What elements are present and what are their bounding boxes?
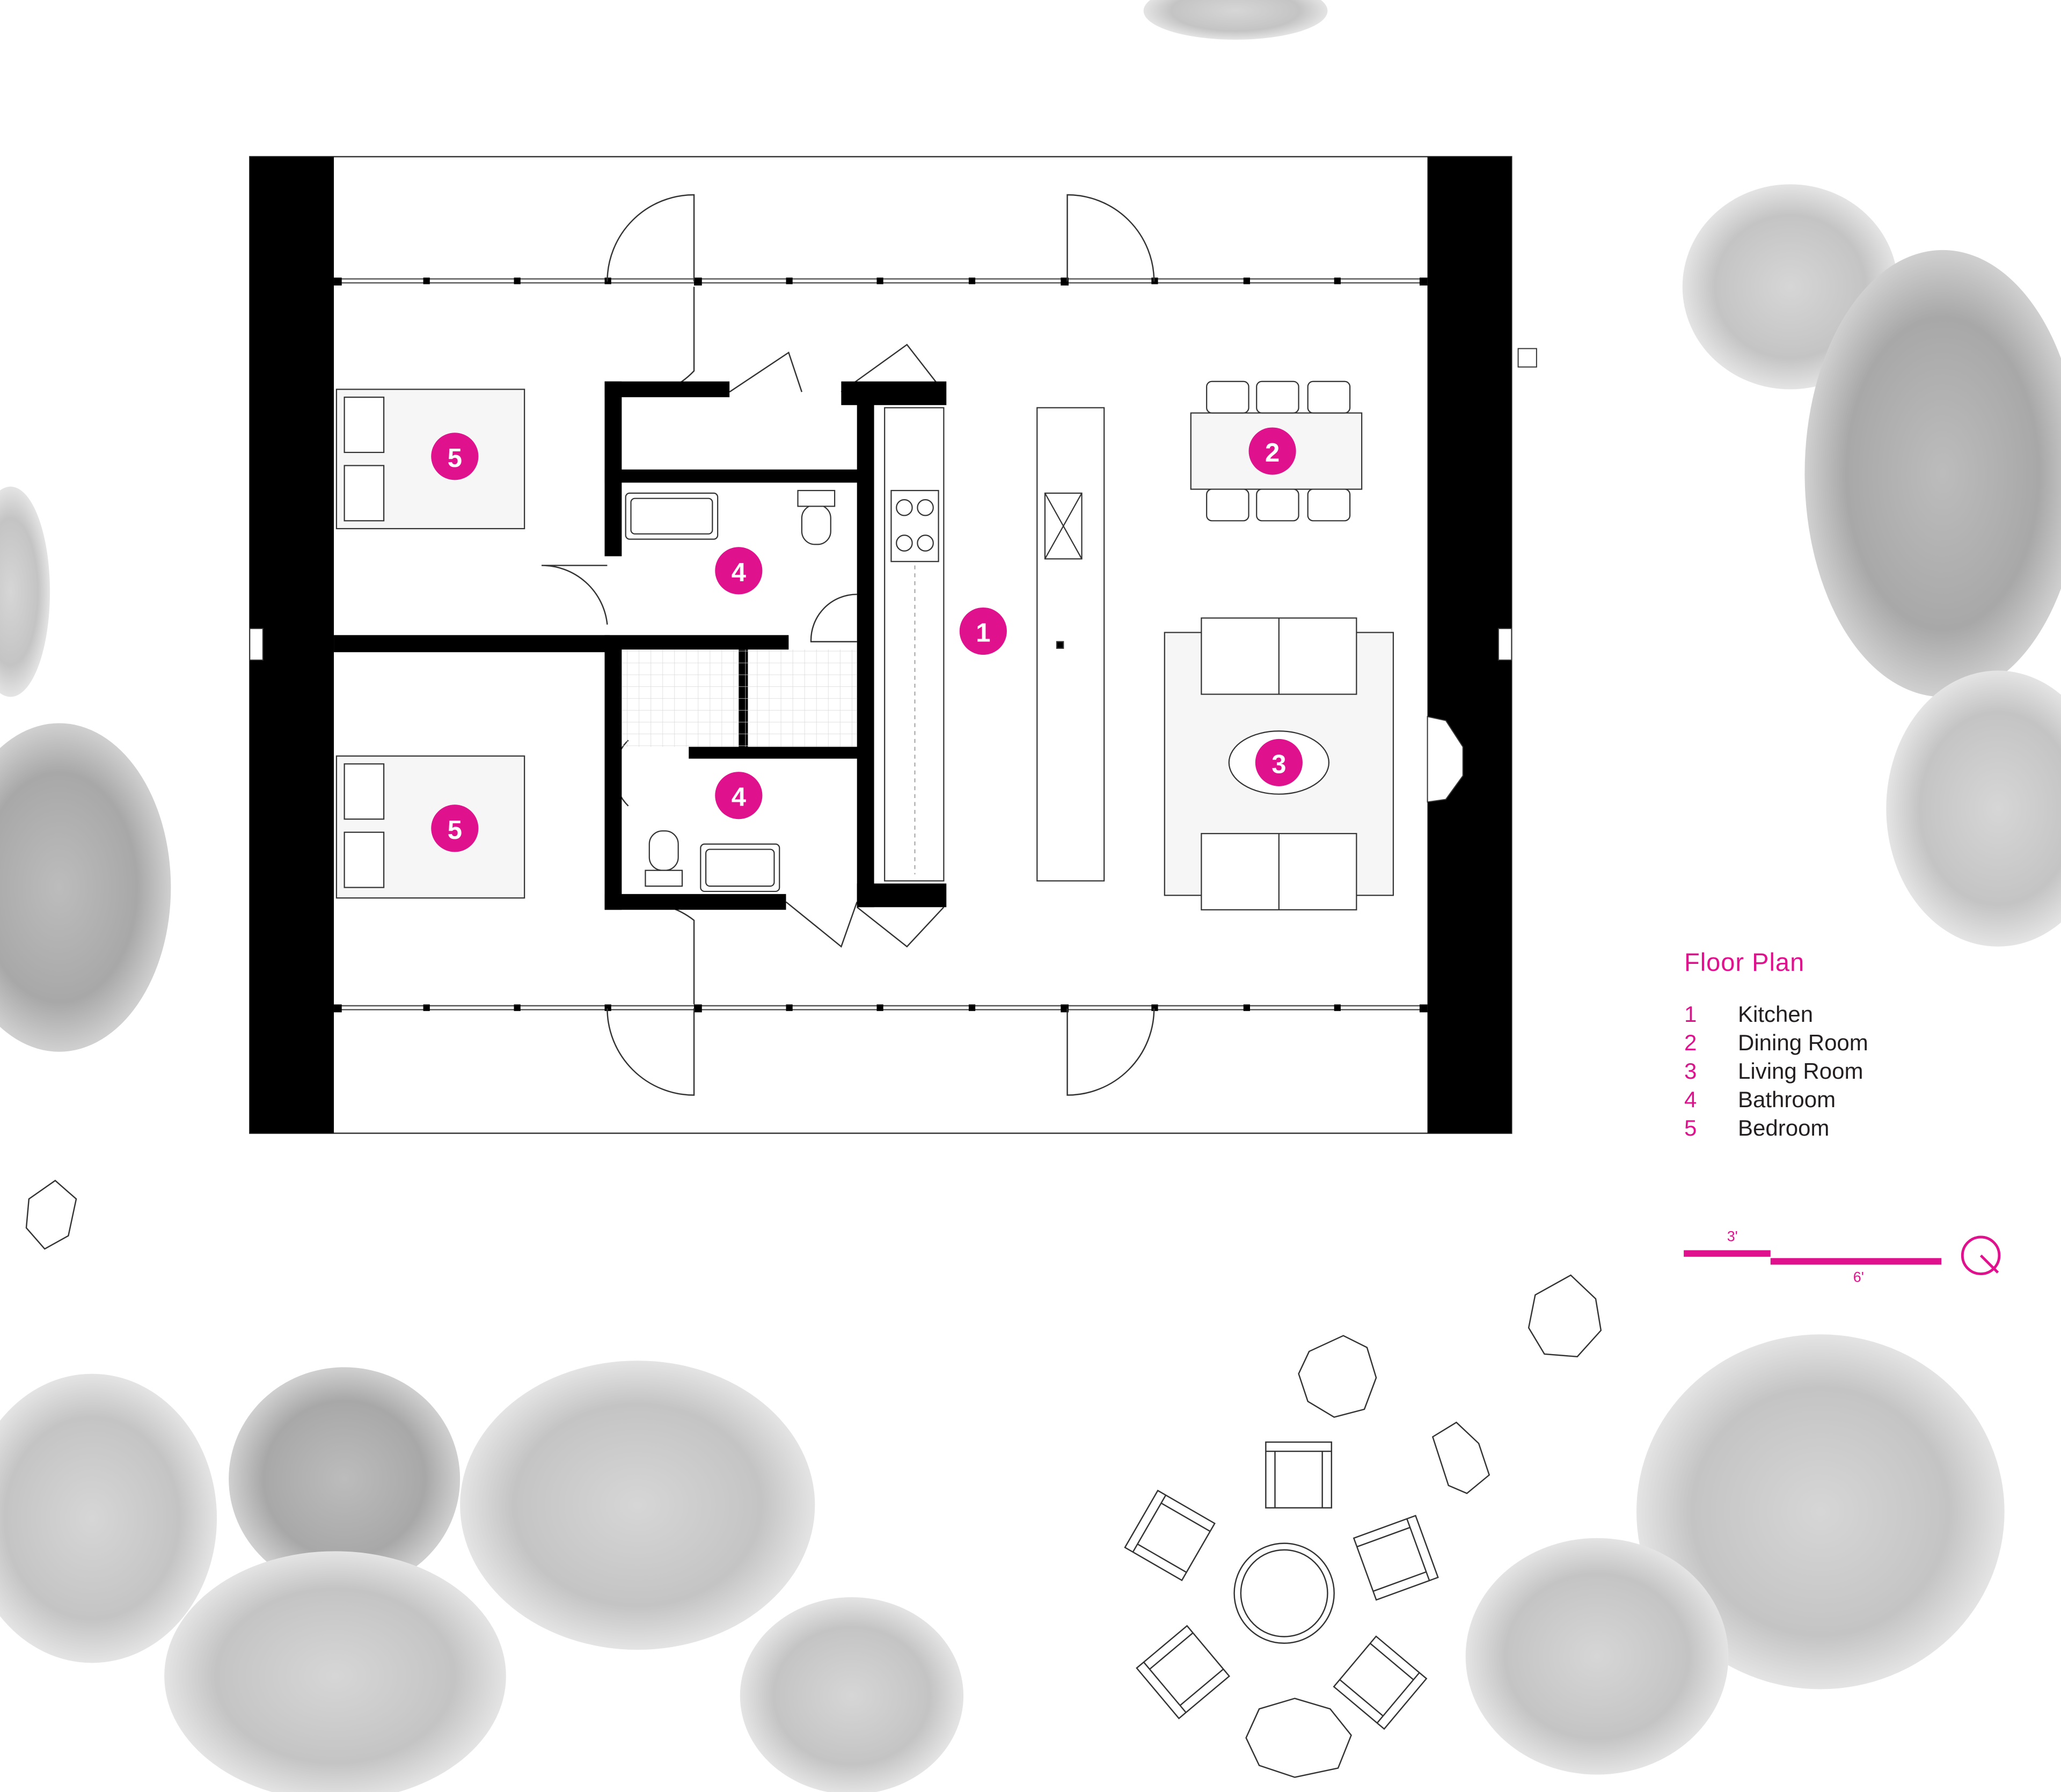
stepping-stones: [25, 1180, 1602, 1778]
scale-bar-6ft-label: 6': [1853, 1269, 1864, 1285]
chair: [1136, 1625, 1231, 1720]
mullions: [334, 277, 1428, 1013]
legend-label: Dining Room: [1738, 1030, 1868, 1055]
fireplace: [1427, 716, 1464, 803]
legend-number: 3: [1684, 1058, 1697, 1084]
interior-walls: [334, 381, 947, 910]
chair: [1124, 1489, 1216, 1582]
fire-pit-seating: [1124, 1441, 1439, 1730]
marker-label: 1: [976, 619, 990, 648]
tree-bottom-1: [0, 1373, 217, 1663]
room-marker-kitchen: 1: [959, 607, 1007, 655]
kitchen-island: [1036, 407, 1105, 882]
wall-west-notch: [249, 628, 264, 661]
tree-bottom-4: [164, 1551, 506, 1792]
north-arrow-icon: [1961, 1235, 2001, 1276]
marker-label: 4: [732, 783, 746, 812]
room-marker-dining: 2: [1248, 427, 1296, 475]
fire-pit: [1233, 1542, 1335, 1644]
chair: [1265, 1441, 1333, 1509]
legend-item: 2 Dining Room: [1684, 1030, 1963, 1058]
stone: [25, 1180, 77, 1250]
legend-item: 5 Bedroom: [1684, 1115, 1963, 1144]
wall-east: [1427, 156, 1512, 1133]
stone: [1431, 1421, 1490, 1494]
room-marker-bedroom-lower: 5: [431, 804, 479, 852]
legend-label: Bedroom: [1738, 1115, 1830, 1140]
tree-right-mid: [1804, 250, 2061, 697]
bathroom-fixtures: [625, 489, 836, 893]
tree-bottom-6: [1636, 1334, 2005, 1689]
room-marker-bathroom-lower: 4: [715, 772, 763, 820]
fire-pit-inner: [1240, 1549, 1328, 1637]
chair: [1353, 1515, 1439, 1601]
legend-item: 1 Kitchen: [1684, 1001, 1963, 1030]
legend-label: Living Room: [1738, 1058, 1863, 1084]
tree-right-lower: [1886, 670, 2061, 947]
legend-item: 4 Bathroom: [1684, 1087, 1963, 1115]
beds: [335, 389, 525, 899]
bathtub-upper: [625, 492, 719, 540]
legend-number: 2: [1684, 1030, 1697, 1055]
stone: [1528, 1274, 1602, 1358]
legend-number: 4: [1684, 1087, 1697, 1112]
bathtub-lower: [700, 843, 780, 893]
marker-label: 4: [732, 558, 746, 587]
dining-set: [1190, 381, 1363, 522]
marker-label: 2: [1265, 438, 1280, 467]
stone: [1298, 1335, 1377, 1418]
wall-east-notch: [1497, 628, 1512, 661]
tree-bottom-2: [229, 1367, 461, 1591]
tree-bottom-3: [460, 1361, 815, 1650]
legend: Floor Plan 1 Kitchen 2 Dining Room 3 Liv…: [1684, 947, 1963, 1144]
wall-west: [250, 156, 334, 1133]
tree-bottom-5: [740, 1597, 964, 1792]
legend-number: 1: [1684, 1001, 1697, 1027]
tree-left-lower: [0, 723, 171, 1052]
room-marker-living: 3: [1255, 738, 1303, 787]
shower-floor: [622, 649, 857, 747]
legend-title: Floor Plan: [1684, 948, 1805, 976]
cooktop: [890, 489, 939, 562]
scale-bar-3ft-label: 3': [1727, 1228, 1738, 1244]
tree-left-upper: [0, 486, 50, 697]
legend-item: 3 Living Room: [1684, 1058, 1963, 1087]
tree-bottom-7: [1465, 1538, 1729, 1775]
legend-number: 5: [1684, 1115, 1697, 1140]
marker-label: 3: [1271, 750, 1286, 779]
marker-label: 5: [448, 816, 462, 845]
marker-label: 5: [448, 444, 462, 473]
room-marker-bedroom-upper: 5: [431, 433, 479, 480]
tree-top: [1143, 0, 1328, 40]
stone: [1245, 1698, 1352, 1778]
exterior-fixture: [1517, 348, 1537, 368]
legend-label: Kitchen: [1738, 1001, 1814, 1027]
legend-label: Bathroom: [1738, 1087, 1836, 1112]
toilet-lower: [648, 830, 679, 871]
toilet-upper: [801, 504, 831, 545]
room-marker-bathroom-upper: 4: [715, 547, 763, 595]
kitchen-counter: [884, 407, 945, 882]
room-markers: 1 2 3 4 4 5 5: [431, 427, 1303, 852]
chair: [1333, 1635, 1428, 1730]
scale-bar: 3' 6': [1684, 1228, 1942, 1285]
